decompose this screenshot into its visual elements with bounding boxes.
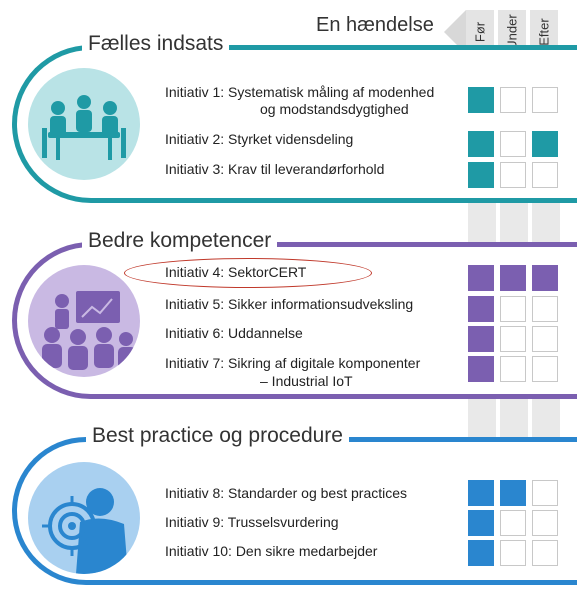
timeline-arrow-icon: [444, 10, 466, 54]
presentation-audience-icon: [28, 265, 140, 377]
initiative-4-before-box: [468, 265, 494, 291]
section-title-faelles-indsats: Fælles indsats: [82, 32, 230, 56]
initiative-5: Initiativ 5: Sikker informationsudveksli…: [165, 296, 414, 312]
initiative-10-during-box: [500, 540, 526, 566]
initiative-7-before-box: [468, 356, 494, 382]
initiative-2: Initiativ 2: Styrket vidensdeling: [165, 131, 354, 147]
initiative-4: Initiativ 4: SektorCERT: [165, 264, 307, 280]
initiative-9-after-box: [532, 510, 558, 536]
initiative-6: Initiativ 6: Uddannelse: [165, 325, 303, 341]
initiative-6-after-box: [532, 326, 558, 352]
section-title-bedre-kompetencer: Bedre kompetencer: [82, 229, 278, 253]
initiative-7-after-box: [532, 356, 558, 382]
initiative-1-before-box: [468, 87, 494, 113]
initiative-7-line2: – Industrial IoT: [260, 373, 353, 389]
event-label: En hændelse: [316, 14, 434, 36]
initiative-9-before-box: [468, 510, 494, 536]
initiative-10-before-box: [468, 540, 494, 566]
target-person-icon: [28, 462, 140, 574]
initiative-7: Initiativ 7: Sikring af digitale kompone…: [165, 355, 421, 371]
initiative-2-before-box: [468, 131, 494, 157]
initiative-3: Initiativ 3: Krav til leverandørforhold: [165, 161, 385, 177]
initiative-2-during-box: [500, 131, 526, 157]
initiative-4-after-box: [532, 265, 558, 291]
initiative-8-before-box: [468, 480, 494, 506]
initiative-4-during-box: [500, 265, 526, 291]
team-meeting-icon: [28, 68, 140, 180]
initiative-2-after-box: [532, 131, 558, 157]
initiative-5-after-box: [532, 296, 558, 322]
initiative-6-before-box: [468, 326, 494, 352]
section-title-best-practice: Best practice og procedure: [86, 424, 349, 448]
initiative-3-before-box: [468, 162, 494, 188]
initiative-8-during-box: [500, 480, 526, 506]
initiative-8-after-box: [532, 480, 558, 506]
initiative-1-after-box: [532, 87, 558, 113]
initiative-9: Initiativ 9: Trusselsvurdering: [165, 514, 339, 530]
initiative-3-after-box: [532, 162, 558, 188]
initiative-8: Initiativ 8: Standarder og best practice…: [165, 485, 408, 501]
initiative-9-during-box: [500, 510, 526, 536]
initiative-10-after-box: [532, 540, 558, 566]
highlight-ellipse: [124, 258, 372, 288]
initiative-1-during-box: [500, 87, 526, 113]
initiative-6-during-box: [500, 326, 526, 352]
initiative-5-before-box: [468, 296, 494, 322]
initiative-1: Initiativ 1: Systematisk måling af moden…: [165, 84, 435, 100]
initiative-10: Initiativ 10: Den sikre medarbejder: [165, 543, 378, 559]
initiative-1-line2: og modstandsdygtighed: [260, 101, 409, 117]
initiative-7-during-box: [500, 356, 526, 382]
initiative-5-during-box: [500, 296, 526, 322]
initiative-3-during-box: [500, 162, 526, 188]
